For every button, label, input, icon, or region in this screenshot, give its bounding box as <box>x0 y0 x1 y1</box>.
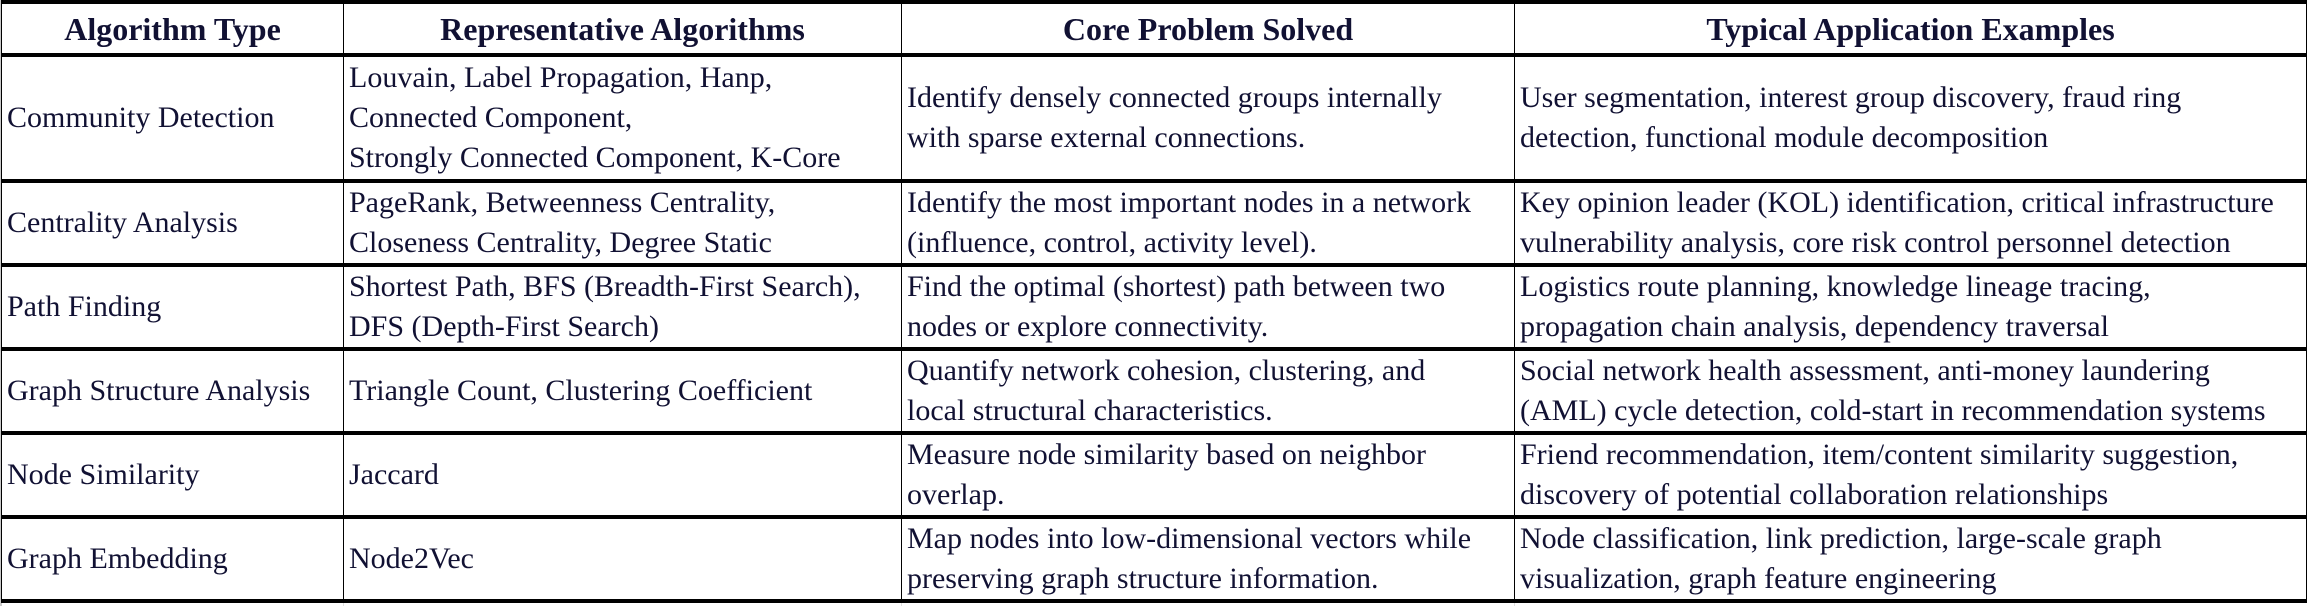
table-row: Graph Embedding Node2Vec Map nodes into … <box>1 516 2307 603</box>
cell-examples[interactable]: Node classification, link prediction, la… <box>1514 516 2307 603</box>
cell-algorithms[interactable]: Triangle Count, Clustering Coefficient <box>343 348 902 435</box>
cell-algorithms[interactable]: Node2Vec <box>343 516 902 603</box>
table-row: Path Finding Shortest Path, BFS (Breadth… <box>1 264 2307 351</box>
cell-type[interactable]: Centrality Analysis <box>1 180 344 267</box>
cell-examples[interactable]: Logistics route planning, knowledge line… <box>1514 264 2307 351</box>
cell-problem[interactable]: Quantify network cohesion, clustering, a… <box>901 348 1515 435</box>
cell-examples[interactable]: Social network health assessment, anti-m… <box>1514 348 2307 435</box>
cell-type[interactable]: Graph Embedding <box>1 516 344 603</box>
cell-problem[interactable]: Measure node similarity based on neighbo… <box>901 432 1515 519</box>
cell-examples[interactable]: User segmentation, interest group discov… <box>1514 54 2307 183</box>
header-row: Algorithm Type Representative Algorithms… <box>1 0 2307 57</box>
table-row: Community Detection Louvain, Label Propa… <box>1 54 2307 183</box>
cell-algorithms[interactable]: Shortest Path, BFS (Breadth-First Search… <box>343 264 902 351</box>
cell-type[interactable]: Graph Structure Analysis <box>1 348 344 435</box>
cell-examples[interactable]: Friend recommendation, item/content simi… <box>1514 432 2307 519</box>
header-core-problem[interactable]: Core Problem Solved <box>901 0 1515 57</box>
header-application-examples[interactable]: Typical Application Examples <box>1514 0 2307 57</box>
cell-problem[interactable]: Identify the most important nodes in a n… <box>901 180 1515 267</box>
cell-algorithms[interactable]: Louvain, Label Propagation, Hanp, Connec… <box>343 54 902 183</box>
gridline <box>1514 599 1515 606</box>
gridline <box>343 599 344 606</box>
header-representative-algorithms[interactable]: Representative Algorithms <box>343 0 902 57</box>
cell-examples[interactable]: Key opinion leader (KOL) identification,… <box>1514 180 2307 267</box>
cell-type[interactable]: Node Similarity <box>1 432 344 519</box>
cell-algorithms[interactable]: PageRank, Betweenness Centrality, Closen… <box>343 180 902 267</box>
cell-problem[interactable]: Map nodes into low-dimensional vectors w… <box>901 516 1515 603</box>
cell-problem[interactable]: Identify densely connected groups intern… <box>901 54 1515 183</box>
table-row: Node Similarity Jaccard Measure node sim… <box>1 432 2307 519</box>
cell-type[interactable]: Community Detection <box>1 54 344 183</box>
cell-type[interactable]: Path Finding <box>1 264 344 351</box>
table-row: Centrality Analysis PageRank, Betweennes… <box>1 180 2307 267</box>
table-row: Graph Structure Analysis Triangle Count,… <box>1 348 2307 435</box>
gridline <box>901 599 902 606</box>
cell-algorithms[interactable]: Jaccard <box>343 432 902 519</box>
cell-problem[interactable]: Find the optimal (shortest) path between… <box>901 264 1515 351</box>
header-algorithm-type[interactable]: Algorithm Type <box>1 0 344 57</box>
